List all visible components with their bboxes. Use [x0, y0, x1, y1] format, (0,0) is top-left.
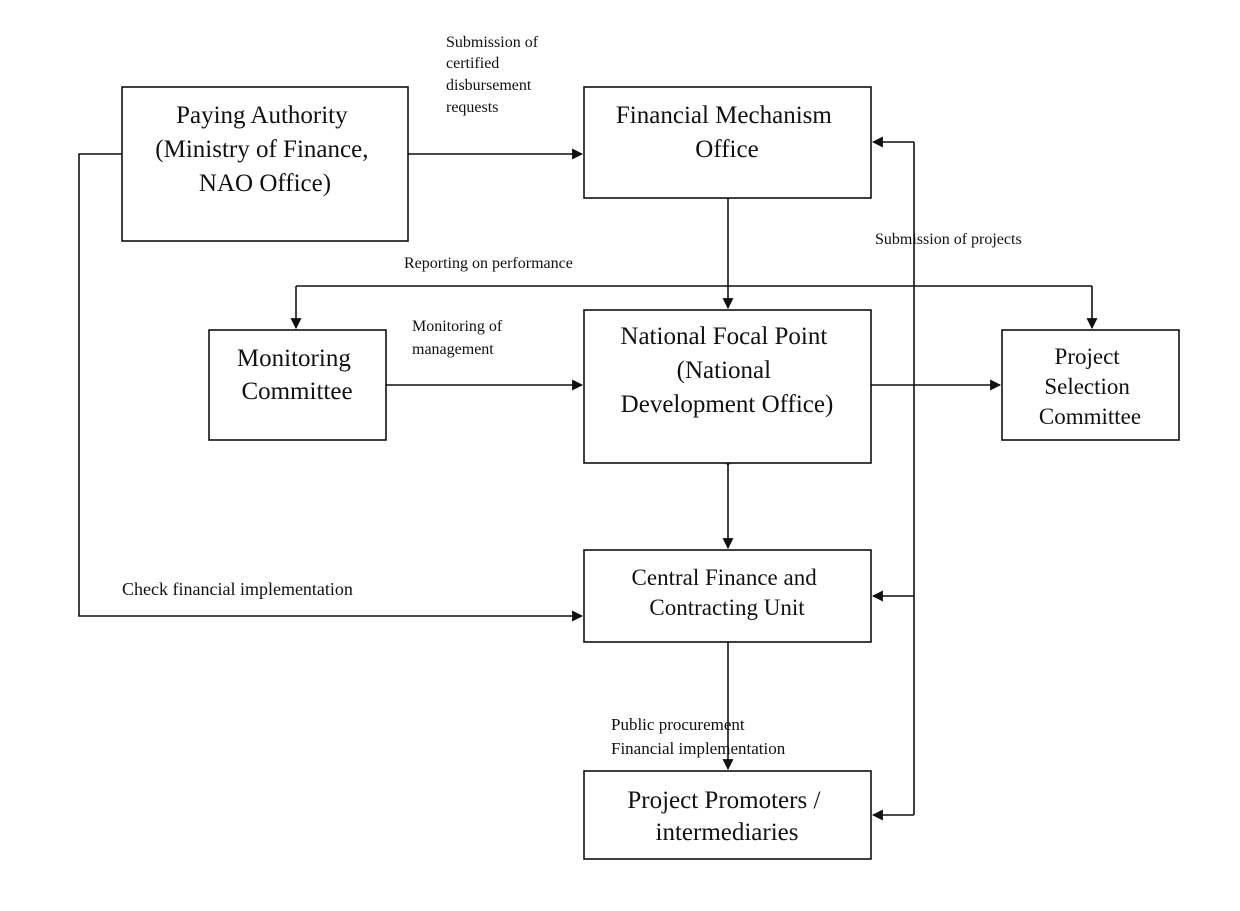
- connectors: [78, 136, 1098, 821]
- label-submission-certified: Submission of certified disbursement req…: [446, 34, 542, 116]
- cfcu-label: Central Finance and Contracting Unit: [632, 565, 823, 620]
- node-project-promoters: Project Promoters / intermediaries: [583, 770, 872, 860]
- paying-authority-label: Paying Authority (Ministry of Finance, N…: [155, 102, 374, 197]
- node-monitoring-committee: Monitoring Committee: [208, 329, 387, 441]
- edge-check-financial: [78, 153, 584, 622]
- label-reporting-performance: Reporting on performance: [404, 255, 573, 272]
- label-monitoring-management: Monitoring of management: [412, 318, 506, 358]
- monitoring-committee-label: Monitoring Committee: [237, 345, 357, 405]
- psc-label: Project Selection Committee: [1039, 344, 1141, 429]
- node-cfcu: Central Finance and Contracting Unit: [583, 549, 872, 643]
- node-paying-authority: Paying Authority (Ministry of Finance, N…: [121, 86, 409, 242]
- label-procurement: Public procurement Financial implementat…: [611, 715, 786, 758]
- node-national-focal-point: National Focal Point (National Developme…: [583, 309, 872, 464]
- fmo-label: Financial Mechanism Office: [616, 102, 838, 163]
- node-financial-mechanism-office: Financial Mechanism Office: [583, 86, 872, 199]
- promoters-label: Project Promoters / intermediaries: [627, 787, 826, 846]
- label-submission-projects: Submission of projects: [875, 231, 1022, 248]
- nfp-label: National Focal Point (National Developme…: [620, 323, 833, 418]
- node-project-selection-committee: Project Selection Committee: [1001, 329, 1180, 441]
- label-check-financial: Check financial implementation: [122, 579, 353, 599]
